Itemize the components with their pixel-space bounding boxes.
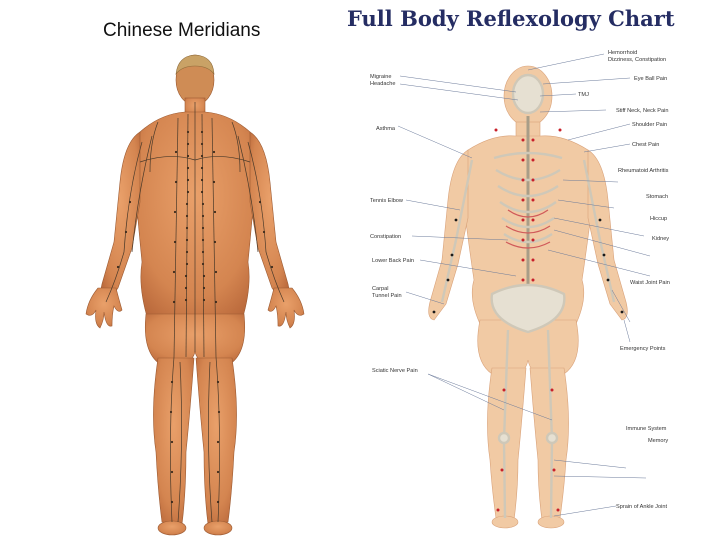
label-chest-pain: Chest Pain <box>632 142 659 148</box>
label-carpal: Carpal <box>372 286 388 292</box>
label-waist-joint-pain: Waist Joint Pain <box>630 280 670 286</box>
label-tmj: TMJ <box>578 92 589 98</box>
label-lower-back-pain: Lower Back Pain <box>372 258 414 264</box>
meridian-lines <box>105 102 285 523</box>
label-tennis-elbow: Tennis Elbow <box>370 198 404 204</box>
meridian-points <box>116 130 274 504</box>
meridian-body-figure <box>85 54 305 536</box>
label-tunnel-pain: Tunnel Pain <box>372 293 402 299</box>
left-panel-title: Chinese Meridians <box>103 20 261 41</box>
label-shoulder-pain: Shoulder Pain <box>632 122 667 128</box>
reflexology-leader-lines <box>397 53 651 517</box>
label-immune-system: Immune System <box>626 426 667 432</box>
right-panel-title: Full Body Reflexology Chart <box>347 6 675 31</box>
reflexology-skeleton <box>440 73 616 519</box>
reflex-black-points <box>432 218 624 314</box>
label-migraine: Migraine <box>370 74 391 80</box>
label-eye-ball-pain: Eye Ball Pain <box>634 76 667 82</box>
reflex-points <box>494 128 562 512</box>
label-stiff-neck: Stiff Neck, Neck Pain <box>616 108 668 114</box>
reflexology-body-figure: Hemorrhoid Dizziness, Constipation Eye B… <box>370 50 670 529</box>
label-rheumatoid-arthritis: Rheumatoid Arthritis <box>618 168 669 174</box>
label-dizziness: Dizziness, Constipation <box>608 57 666 63</box>
label-memory: Memory <box>648 438 668 444</box>
label-headache: Headache <box>370 81 396 87</box>
label-asthma: Asthma <box>376 126 396 132</box>
meridian-body-silhouette <box>85 54 305 536</box>
label-hemorrhoid: Hemorrhoid <box>608 50 637 56</box>
label-hiccup: Hiccup <box>650 216 667 222</box>
label-emergency-points: Emergency Points <box>620 346 666 352</box>
reflexology-labels-left: Migraine Headache Asthma Tennis Elbow Co… <box>370 74 418 374</box>
label-sciatic-nerve-pain: Sciatic Nerve Pain <box>372 368 418 374</box>
label-sprain-ankle: Sprain of Ankle Joint <box>616 504 667 510</box>
label-stomach: Stomach <box>646 194 668 200</box>
label-kidney: Kidney <box>652 236 669 242</box>
reflexology-rib-highlights <box>505 209 551 249</box>
reflexology-labels-right: Hemorrhoid Dizziness, Constipation Eye B… <box>578 50 670 510</box>
label-constipation: Constipation <box>370 234 401 240</box>
